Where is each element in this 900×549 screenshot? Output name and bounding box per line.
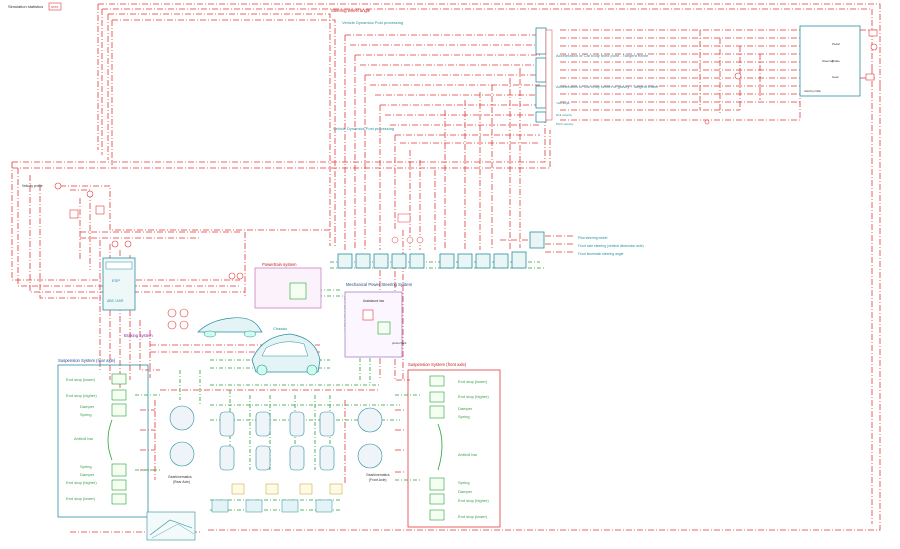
steering-column-block[interactable]: [377, 321, 391, 335]
velocity-profile-label: Velocity profile: [22, 184, 43, 188]
output-sensor-2[interactable]: [865, 73, 875, 81]
front-suspension-labels: End stop (lower) End stop (higher) Dampe…: [458, 379, 489, 519]
vdpp-label-4: Roll velocity: [556, 113, 573, 117]
powertrain-system[interactable]: [254, 267, 322, 309]
vdpp-mid-title: Vehicle Dynamics Post processing: [333, 126, 394, 131]
suspension-front-title: Suspension System (front axle): [408, 362, 467, 367]
suspension-rear-frame[interactable]: [57, 364, 149, 518]
rear-suspension-elements: [107, 373, 127, 505]
output-sensor[interactable]: [868, 29, 878, 37]
statistics-block-label: STAT: [51, 5, 58, 9]
svg-text:Spring: Spring: [458, 414, 470, 419]
svg-text:Damper: Damper: [458, 489, 473, 494]
powertrain-title: Powertrain system: [262, 262, 297, 267]
rear-suspension-labels: End stop (lower) End stop (higher) Dampe…: [66, 377, 97, 501]
vdpp-label-2: Acceleration of Car body center of gravi…: [556, 84, 659, 89]
mechanical-connections-green: [135, 261, 545, 511]
suspension-front-frame[interactable]: [407, 369, 501, 528]
statistics-block[interactable]: [48, 2, 62, 11]
esp-label: ESP: [112, 278, 120, 283]
esp-input-node-2: [124, 240, 132, 248]
svg-text:Spring: Spring: [458, 480, 470, 485]
mech-steering-title: Mechanical Power Steering System: [346, 282, 413, 287]
brake-node-4[interactable]: [179, 320, 189, 330]
sum-node[interactable]: [734, 72, 742, 80]
assistance-block[interactable]: [362, 309, 374, 321]
svg-text:End stop (higher): End stop (higher): [458, 498, 489, 503]
mech-steering-system[interactable]: [344, 291, 403, 358]
svg-text:End stop (lower): End stop (lower): [66, 496, 96, 501]
svg-text:End stop (higher): End stop (higher): [66, 393, 97, 398]
throttle-node-2: [236, 272, 244, 280]
vdpp-label-3: Yaw angle: [556, 101, 570, 105]
chassis-car-icon[interactable]: [197, 317, 321, 376]
svg-text:Spring: Spring: [80, 412, 92, 417]
brake-node-3[interactable]: [179, 308, 189, 318]
svg-text:End stop (higher): End stop (higher): [66, 480, 97, 485]
svg-text:Antiroll bar: Antiroll bar: [74, 436, 94, 441]
junction-node: [704, 119, 710, 125]
svg-text:End stop (lower): End stop (lower): [458, 514, 488, 519]
driver-port-1: Pedal: [832, 42, 840, 46]
svg-text:End stop (higher): End stop (higher): [458, 394, 489, 399]
svg-text:Damper: Damper: [458, 406, 473, 411]
vdpp-sensor-column: [535, 27, 553, 123]
svg-text:Damper: Damper: [80, 404, 95, 409]
driver-port-5: Velocity profile: [804, 89, 821, 93]
gearkinematics-rear: Gearkinematics(Rear Axle): [168, 475, 192, 484]
wheel-assemblies: [169, 405, 383, 513]
chassis-label: Chassis: [273, 326, 287, 331]
engine-block[interactable]: [289, 282, 307, 300]
gain-node[interactable]: [870, 43, 878, 51]
driver-port-3: Brake: [832, 59, 840, 63]
suspension-rear-title: Suspension System (rear axle): [58, 358, 116, 363]
output-label-1: Pilot steering wheel: [578, 236, 608, 240]
driver-port-4: Gear: [832, 75, 839, 79]
output-label-2: Front axle steering (vertical dimension …: [578, 244, 644, 248]
velocity-gain-2[interactable]: [86, 190, 94, 198]
driver-block[interactable]: [799, 25, 861, 97]
velocity-filter-2[interactable]: [95, 205, 105, 215]
vdpp-label-1: Acceleration of Car body fixed point - T…: [556, 53, 649, 58]
pinion-rack-label: pinion/rack: [392, 341, 407, 345]
throttle-node: [228, 272, 236, 280]
svg-text:End stop (lower): End stop (lower): [66, 377, 96, 382]
front-suspension-elements: [429, 375, 445, 521]
driver-port-2: Steering: [822, 59, 834, 63]
svg-text:Damper: Damper: [80, 472, 95, 477]
vdpp-top-title: Vehicle Dynamics Post processing: [342, 20, 403, 25]
velocity-gain[interactable]: [54, 182, 62, 190]
svg-text:Spring: Spring: [80, 464, 92, 469]
braking-title: Braking system: [124, 333, 153, 338]
output-label-3: Front kinematic steering angle: [578, 252, 624, 256]
vdpp-sensor-row: [337, 213, 545, 269]
simulation-statistics-label: Simulation statistics: [8, 4, 43, 9]
esp-port-strip: [105, 261, 133, 270]
assistance-law-label: Assistance law: [363, 299, 385, 303]
gearkinematics-front: Gearkinematics(Front Axle): [366, 473, 390, 482]
road-thumbnail[interactable]: [146, 511, 196, 541]
steering-wheel-title: Steering wheel angle: [331, 8, 371, 13]
brake-node-2[interactable]: [167, 320, 177, 330]
brake-node-1[interactable]: [167, 308, 177, 318]
signal-bus-red: [11, 3, 881, 533]
vdpp-label-5: Pitch velocity: [556, 122, 574, 126]
driver-block-ports: Pedal Steering Brake Gear Velocity profi…: [804, 42, 840, 93]
svg-text:Antiroll bar: Antiroll bar: [458, 452, 478, 457]
abs-label: ABS / ASR: [107, 299, 124, 303]
velocity-filter[interactable]: [69, 209, 79, 219]
esp-input-node: [111, 240, 119, 248]
svg-text:End stop (lower): End stop (lower): [458, 379, 488, 384]
